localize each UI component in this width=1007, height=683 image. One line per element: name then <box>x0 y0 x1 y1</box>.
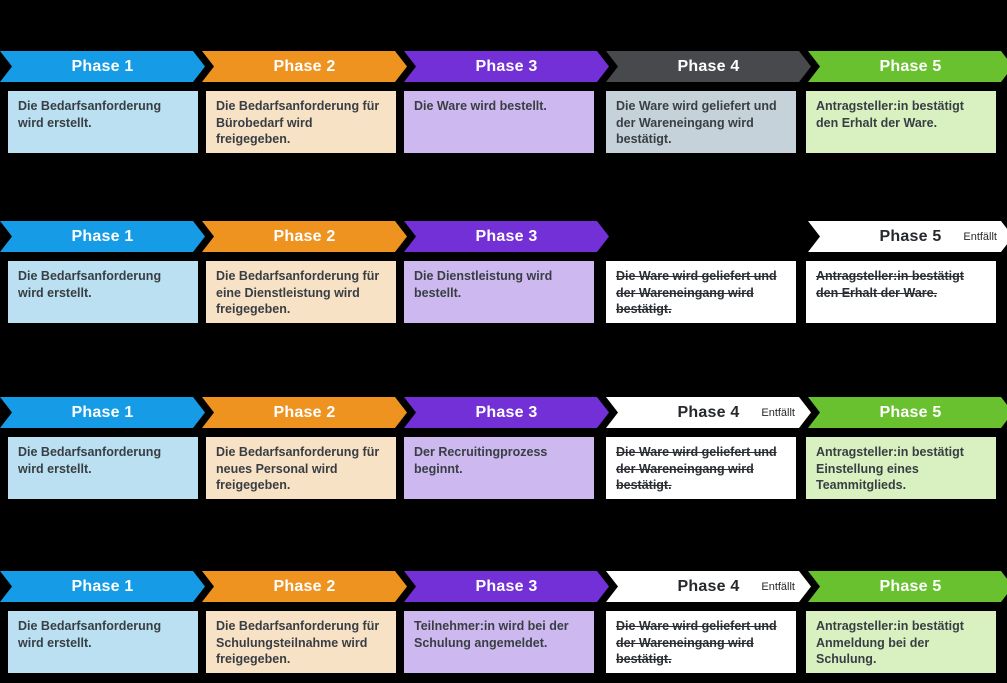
row4-phase-5-header: Phase 5 <box>808 571 1007 602</box>
row3-phase-3-body: Der Recruitingprozess beginnt. <box>404 437 594 499</box>
row3-phase-1-body-text: Die Bedarfsanforderung wird erstellt. <box>18 445 162 476</box>
row4-phase-1-body: Die Bedarfsanforderung wird erstellt. <box>8 611 198 673</box>
row2-phase-4-body-text: Die Ware wird geliefert und der Warenein… <box>616 269 777 316</box>
row3-phase-3-header-label: Phase 3 <box>475 403 538 421</box>
row1-phase-4-header: Phase 4 <box>606 51 811 82</box>
process-row-1: Phase 1 Phase 2 Phase 3 Phase 4 Phase 5 … <box>0 51 1007 163</box>
row2-phase-5-body: Antragsteller:in bestätigt den Erhalt de… <box>806 261 996 323</box>
row1-phase-4-body: Die Ware wird geliefert und der Warenein… <box>606 91 796 153</box>
row4-phase-2-body: Die Bedarfsanforderung für Schulungsteil… <box>206 611 396 673</box>
row3-phase-4-body-text: Die Ware wird geliefert und der Warenein… <box>616 445 777 492</box>
row2-phase-3-body-text: Die Dienstleistung wird bestellt. <box>414 269 553 300</box>
row1-phase-4-header-label: Phase 4 <box>677 57 740 75</box>
row3-phase-1-header: Phase 1 <box>0 397 205 428</box>
process-row-2: Phase 1 Phase 2 Phase 3 Phase 5 Entfällt… <box>0 221 1007 333</box>
row3-phase-4-header: Phase 4 Entfällt <box>606 397 811 428</box>
row1-phase-2-header-label: Phase 2 <box>273 57 336 75</box>
row1-phase-1-body-text: Die Bedarfsanforderung wird erstellt. <box>18 99 162 130</box>
row3-phase-3-header: Phase 3 <box>404 397 609 428</box>
row4-phase-1-header-label: Phase 1 <box>71 577 134 595</box>
row1-phase-5-body: Antragsteller:in bestätigt den Erhalt de… <box>806 91 996 153</box>
row1-phase-3-header: Phase 3 <box>404 51 609 82</box>
row1-phase-4-body-text: Die Ware wird geliefert und der Warenein… <box>616 99 777 146</box>
row3-phase-5-body: Antragsteller:in bestätigt Einstellung e… <box>806 437 996 499</box>
row3-phase-2-body-text: Die Bedarfsanforderung für neues Persona… <box>216 445 380 492</box>
row2-phase-1-header-label: Phase 1 <box>71 227 134 245</box>
row2-phase-2-body-text: Die Bedarfsanforderung für eine Dienstle… <box>216 269 380 316</box>
row1-phase-5-header: Phase 5 <box>808 51 1007 82</box>
row2-phase-1-body: Die Bedarfsanforderung wird erstellt. <box>8 261 198 323</box>
row1-phase-3-body-text: Die Ware wird bestellt. <box>414 99 547 113</box>
row4-phase-4-entfaellt-badge: Entfällt <box>761 580 795 593</box>
row4-phase-5-body: Antragsteller:in bestätigt Anmeldung bei… <box>806 611 996 673</box>
row4-phase-1-body-text: Die Bedarfsanforderung wird erstellt. <box>18 619 162 650</box>
row1-phase-2-body: Die Bedarfsanforderung für Bürobedarf wi… <box>206 91 396 153</box>
row2-phase-1-body-text: Die Bedarfsanforderung wird erstellt. <box>18 269 162 300</box>
row3-phase-1-header-label: Phase 1 <box>71 403 134 421</box>
row2-phase-2-header-label: Phase 2 <box>273 227 336 245</box>
row1-phase-3-body: Die Ware wird bestellt. <box>404 91 594 153</box>
row3-phase-2-header-label: Phase 2 <box>273 403 336 421</box>
row2-phase-5-header-label: Phase 5 <box>879 227 942 245</box>
row4-phase-5-body-text: Antragsteller:in bestätigt Anmeldung bei… <box>816 619 964 666</box>
row2-phase-2-body: Die Bedarfsanforderung für eine Dienstle… <box>206 261 396 323</box>
row1-phase-5-header-label: Phase 5 <box>879 57 942 75</box>
row4-phase-3-header: Phase 3 <box>404 571 609 602</box>
process-row-3: Phase 1 Phase 2 Phase 3 Phase 4 Entfällt… <box>0 397 1007 509</box>
row3-phase-4-entfaellt-badge: Entfällt <box>761 406 795 419</box>
row2-phase-5-header: Phase 5 Entfällt <box>808 221 1007 252</box>
row4-phase-3-body: Teilnehmer:in wird bei der Schulung ange… <box>404 611 594 673</box>
row4-phase-2-body-text: Die Bedarfsanforderung für Schulungsteil… <box>216 619 380 666</box>
row4-phase-3-body-text: Teilnehmer:in wird bei der Schulung ange… <box>414 619 569 650</box>
row3-phase-2-body: Die Bedarfsanforderung für neues Persona… <box>206 437 396 499</box>
row1-phase-1-header-label: Phase 1 <box>71 57 134 75</box>
row1-phase-2-header: Phase 2 <box>202 51 407 82</box>
row4-phase-1-header: Phase 1 <box>0 571 205 602</box>
row1-phase-1-body: Die Bedarfsanforderung wird erstellt. <box>8 91 198 153</box>
row2-phase-5-body-text: Antragsteller:in bestätigt den Erhalt de… <box>816 269 964 300</box>
row3-phase-2-header: Phase 2 <box>202 397 407 428</box>
row2-phase-1-header: Phase 1 <box>0 221 205 252</box>
row2-phase-3-body: Die Dienstleistung wird bestellt. <box>404 261 594 323</box>
row4-phase-4-header-label: Phase 4 <box>677 577 740 595</box>
process-row-4: Phase 1 Phase 2 Phase 3 Phase 4 Entfällt… <box>0 571 1007 683</box>
row4-phase-2-header: Phase 2 <box>202 571 407 602</box>
row4-phase-4-header: Phase 4 Entfällt <box>606 571 811 602</box>
row3-phase-1-body: Die Bedarfsanforderung wird erstellt. <box>8 437 198 499</box>
row3-phase-4-header-label: Phase 4 <box>677 403 740 421</box>
row1-phase-2-body-text: Die Bedarfsanforderung für Bürobedarf wi… <box>216 99 380 146</box>
row4-phase-2-header-label: Phase 2 <box>273 577 336 595</box>
row4-phase-5-header-label: Phase 5 <box>879 577 942 595</box>
row4-phase-3-header-label: Phase 3 <box>475 577 538 595</box>
row3-phase-3-body-text: Der Recruitingprozess beginnt. <box>414 445 548 476</box>
row3-phase-5-body-text: Antragsteller:in bestätigt Einstellung e… <box>816 445 964 492</box>
row2-phase-5-entfaellt-badge: Entfällt <box>963 230 997 243</box>
row1-phase-5-body-text: Antragsteller:in bestätigt den Erhalt de… <box>816 99 964 130</box>
row2-phase-3-header-label: Phase 3 <box>475 227 538 245</box>
row3-phase-5-header-label: Phase 5 <box>879 403 942 421</box>
row3-phase-4-body: Die Ware wird geliefert und der Warenein… <box>606 437 796 499</box>
row1-phase-3-header-label: Phase 3 <box>475 57 538 75</box>
row2-phase-3-header: Phase 3 <box>404 221 609 252</box>
row2-phase-2-header: Phase 2 <box>202 221 407 252</box>
row2-phase-4-body: Die Ware wird geliefert und der Warenein… <box>606 261 796 323</box>
row3-phase-5-header: Phase 5 <box>808 397 1007 428</box>
row4-phase-4-body: Die Ware wird geliefert und der Warenein… <box>606 611 796 673</box>
row1-phase-1-header: Phase 1 <box>0 51 205 82</box>
row4-phase-4-body-text: Die Ware wird geliefert und der Warenein… <box>616 619 777 666</box>
